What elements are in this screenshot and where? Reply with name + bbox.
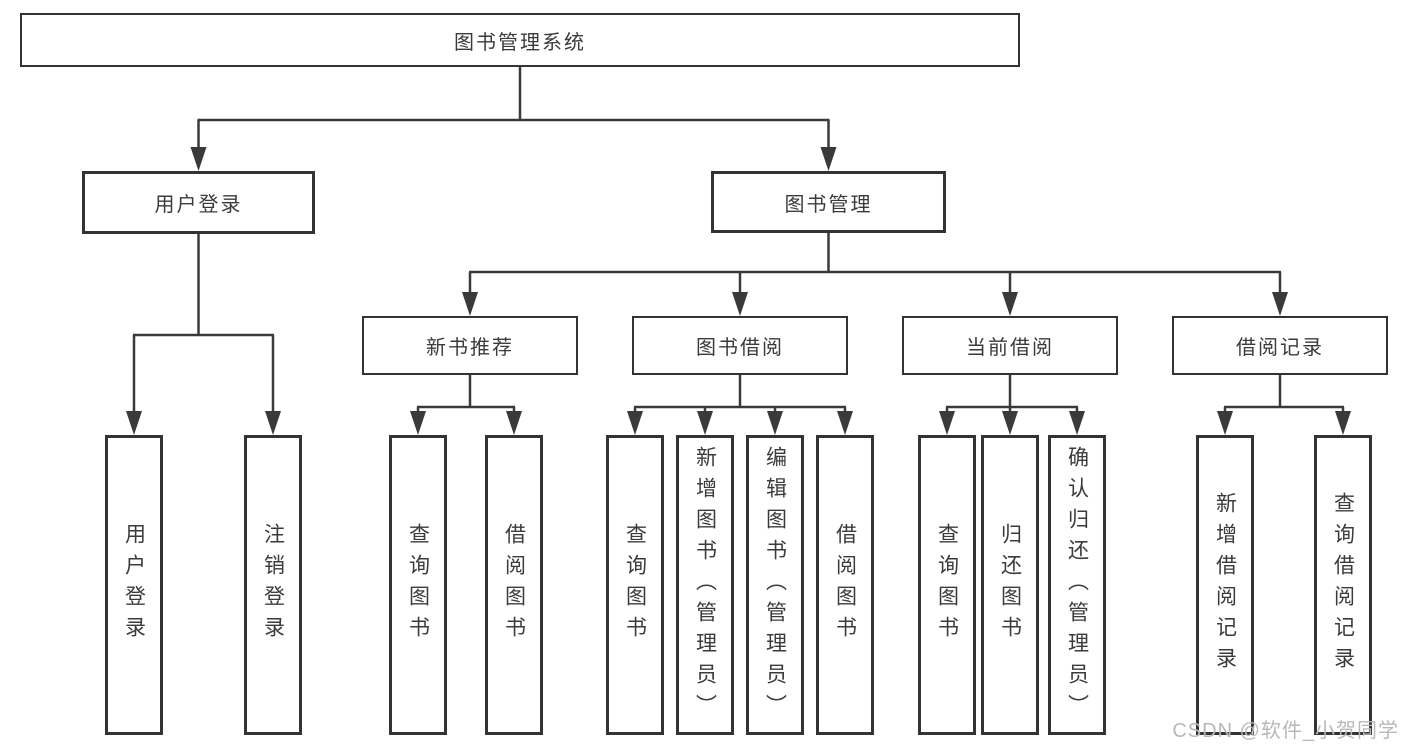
- leaf-add-borrow-record: 新增借阅记录: [1196, 435, 1254, 735]
- leaf-user-login: 用户登录: [105, 435, 163, 735]
- leaf-label: 注销登录: [261, 523, 285, 647]
- leaf-confirm-return-admin: 确认归还（管理员）: [1048, 435, 1106, 735]
- leaf-query-books-current: 查询图书: [918, 435, 976, 735]
- csdn-watermark: CSDN @软件_小贺同学: [1172, 720, 1399, 742]
- node-label: 新书推荐: [426, 337, 514, 359]
- leaf-logout: 注销登录: [244, 435, 302, 735]
- node-book-borrowing: 图书借阅: [632, 316, 848, 375]
- node-library-system: 图书管理系统: [20, 13, 1020, 67]
- leaf-label: 查询图书: [406, 523, 430, 647]
- leaf-label: 新增图书（管理员）: [693, 445, 717, 725]
- node-label: 图书管理系统: [454, 31, 586, 54]
- leaf-label: 归还图书: [998, 523, 1022, 647]
- leaf-label: 确认归还（管理员）: [1065, 445, 1089, 725]
- node-label: 借阅记录: [1236, 337, 1324, 359]
- node-label: 当前借阅: [966, 337, 1054, 359]
- node-current-borrowing: 当前借阅: [902, 316, 1118, 375]
- leaf-label: 用户登录: [122, 523, 146, 647]
- leaf-label: 新增借阅记录: [1213, 492, 1237, 678]
- leaf-add-books-admin: 新增图书（管理员）: [676, 435, 734, 735]
- leaf-query-books-recommend: 查询图书: [389, 435, 447, 735]
- node-new-book-recommendation: 新书推荐: [362, 316, 578, 375]
- node-user-login-branch: 用户登录: [82, 171, 315, 234]
- leaf-label: 借阅图书: [502, 523, 526, 647]
- leaf-return-books: 归还图书: [981, 435, 1039, 735]
- leaf-query-books-borrowing: 查询图书: [606, 435, 664, 735]
- leaf-label: 查询图书: [623, 523, 647, 647]
- node-label: 图书借阅: [696, 337, 784, 359]
- leaf-borrow-books-recommend: 借阅图书: [485, 435, 543, 735]
- leaf-label: 编辑图书（管理员）: [763, 445, 787, 725]
- node-label: 用户登录: [154, 194, 243, 216]
- node-book-management-branch: 图书管理: [711, 171, 946, 233]
- leaf-edit-books-admin: 编辑图书（管理员）: [746, 435, 804, 735]
- leaf-label: 借阅图书: [833, 523, 857, 647]
- node-borrowing-records: 借阅记录: [1172, 316, 1388, 375]
- leaf-label: 查询图书: [935, 523, 959, 647]
- leaf-query-borrow-record: 查询借阅记录: [1314, 435, 1372, 735]
- node-label: 图书管理: [784, 193, 873, 216]
- leaf-label: 查询借阅记录: [1331, 492, 1355, 678]
- leaf-borrow-books: 借阅图书: [816, 435, 874, 735]
